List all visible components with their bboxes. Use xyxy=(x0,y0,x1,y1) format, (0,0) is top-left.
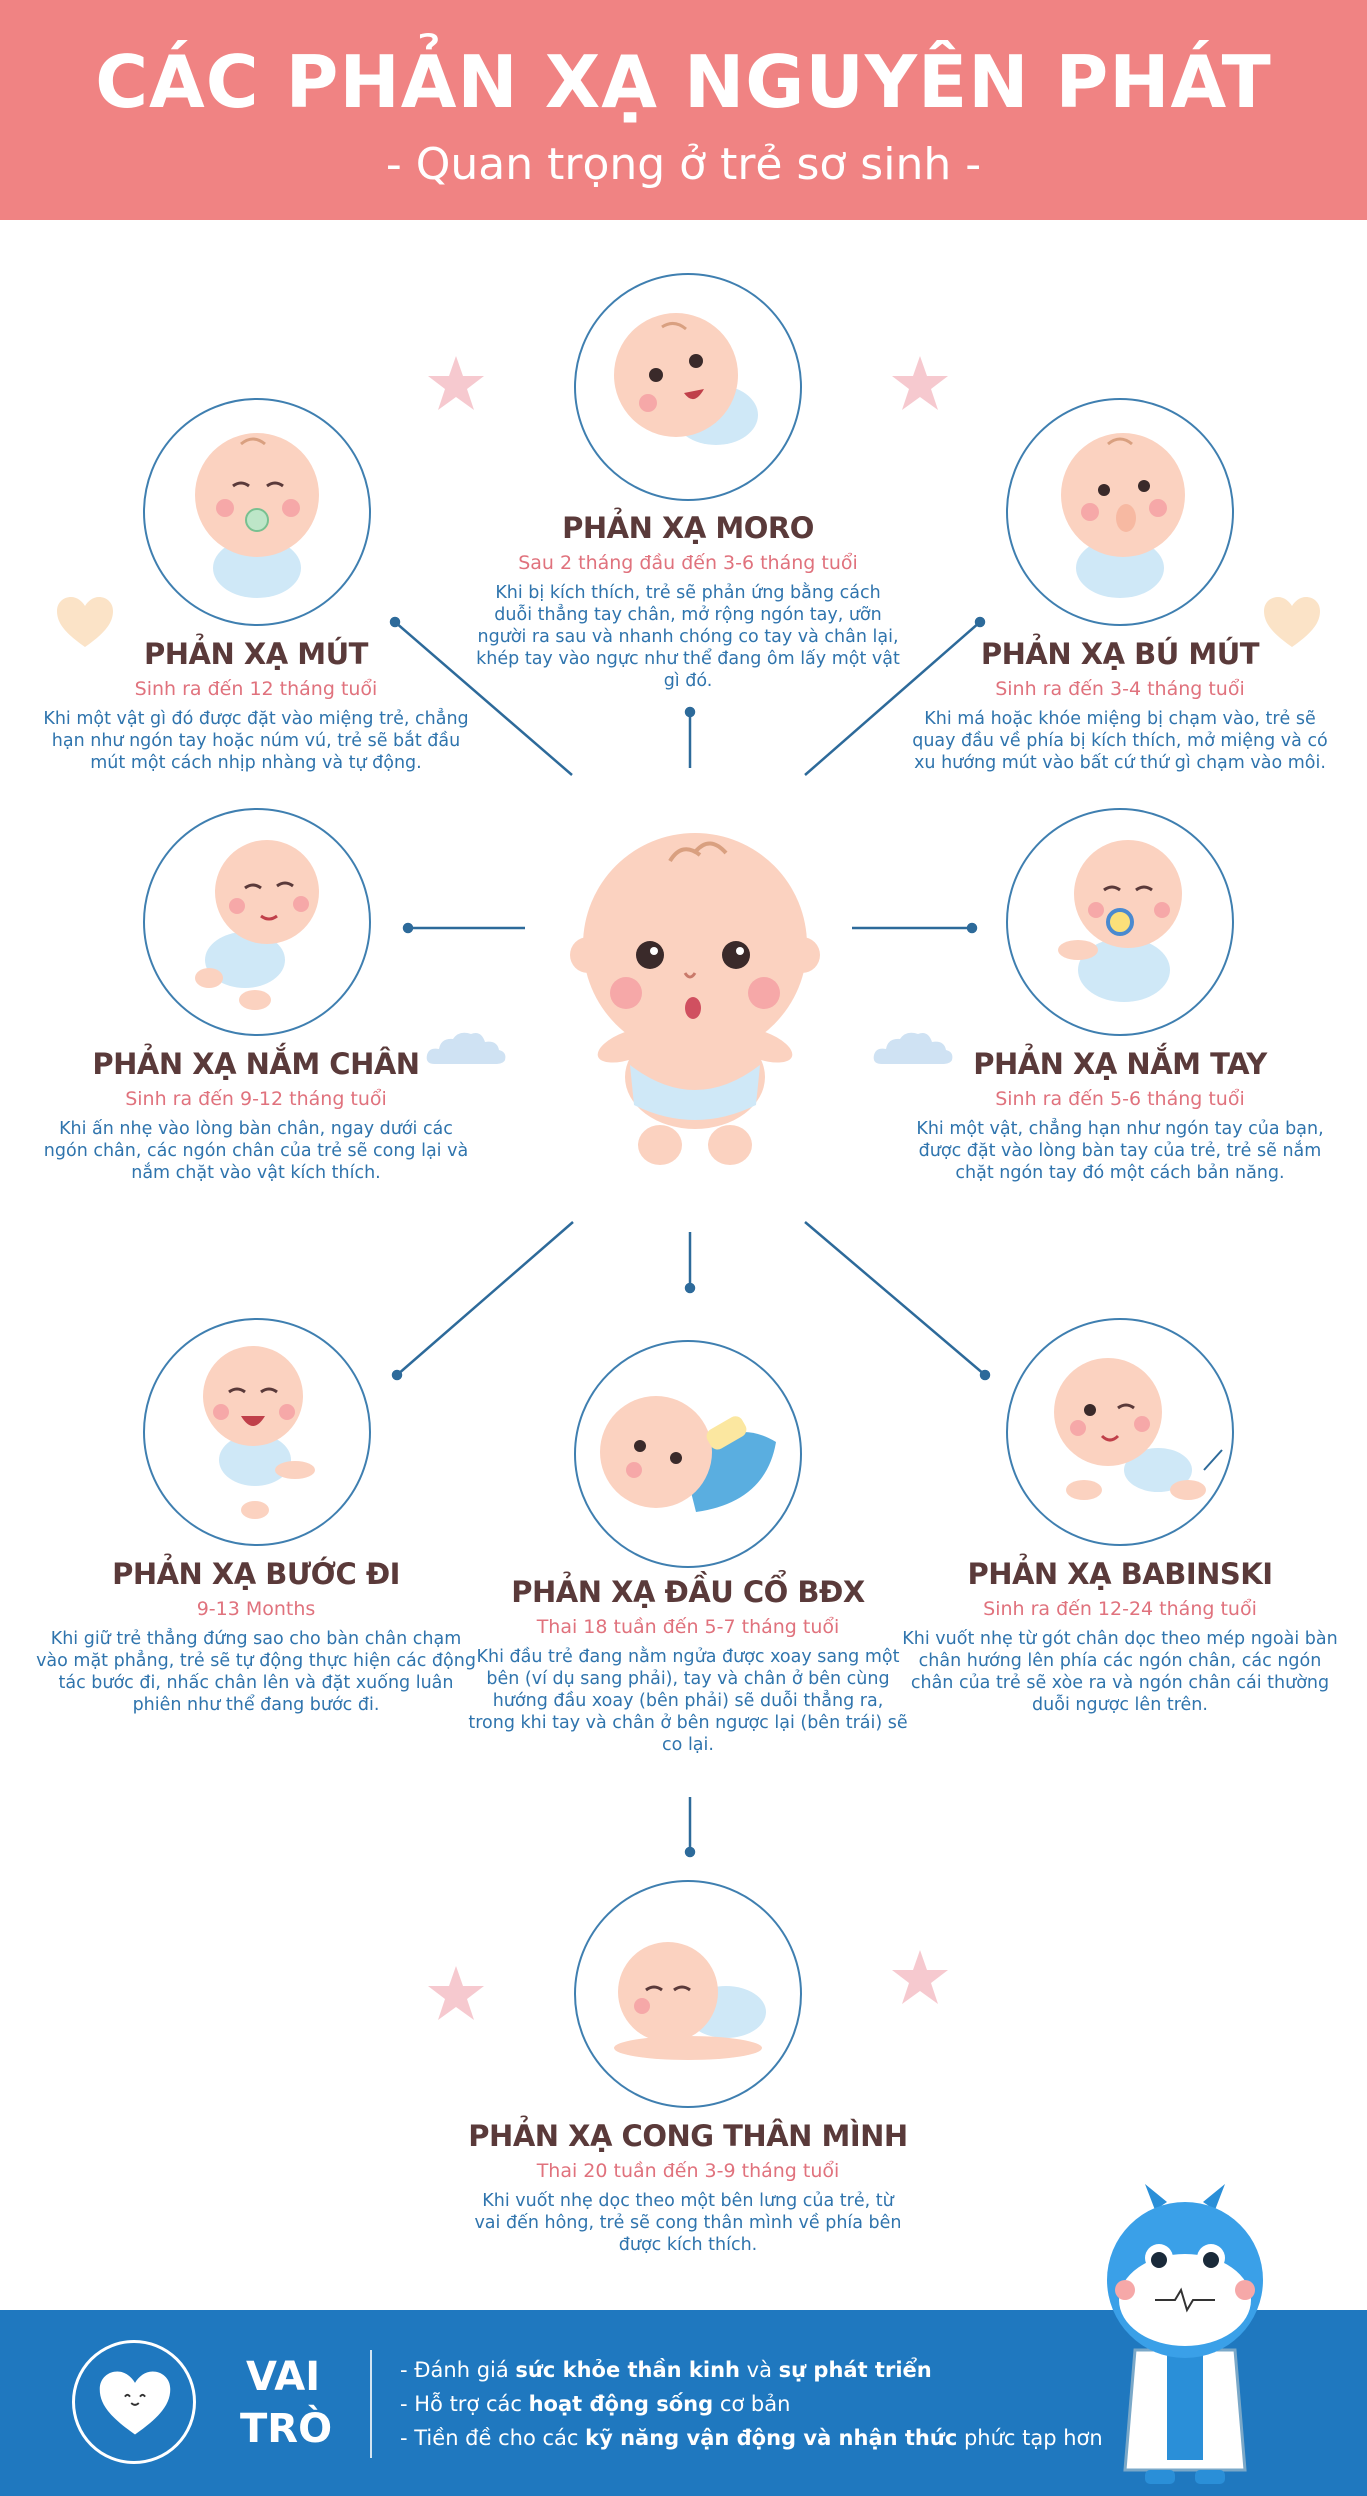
star-icon xyxy=(428,356,484,410)
role-label-line2: TRÒ xyxy=(240,2406,333,2452)
heart-icon xyxy=(1264,597,1320,647)
reflex-title: PHẢN XẠ MORO xyxy=(562,511,814,545)
reflex-dau-co: PHẢN XẠ ĐẦU CỔ BĐX Thai 18 tuần đến 5-7 … xyxy=(468,1574,908,1756)
reflex-age: Sinh ra đến 12-24 tháng tuổi xyxy=(983,1598,1257,1620)
nam-chan-illustration xyxy=(143,808,371,1036)
reflex-buoc-di: PHẢN XẠ BƯỚC ĐI 9-13 Months Khi giữ trẻ … xyxy=(36,1556,476,1716)
reflex-description: Khi một vật, chẳng hạn như ngón tay của … xyxy=(916,1119,1324,1183)
reflex-age: Thai 20 tuần đến 3-9 tháng tuổi xyxy=(536,2160,840,2182)
reflex-title: PHẢN XẠ MÚT xyxy=(144,637,368,671)
babinski-illustration xyxy=(1006,1318,1234,1546)
reflex-title: PHẢN XẠ BƯỚC ĐI xyxy=(112,1557,400,1591)
divider xyxy=(370,2350,372,2458)
baby-illustration xyxy=(195,433,319,598)
cong-than-illustration xyxy=(574,1880,802,2108)
reflex-age: Sinh ra đến 12 tháng tuổi xyxy=(134,678,378,700)
reflex-age: Thai 18 tuần đến 5-7 tháng tuổi xyxy=(536,1616,840,1638)
header-banner: CÁC PHẢN XẠ NGUYÊN PHÁT - Quan trọng ở t… xyxy=(0,0,1367,220)
baby-illustration xyxy=(570,833,820,1165)
heart-badge xyxy=(72,2340,196,2464)
reflex-title: PHẢN XẠ ĐẦU CỔ BĐX xyxy=(511,1575,865,1609)
reflex-nam-tay: PHẢN XẠ NẮM TAY Sinh ra đến 5-6 tháng tu… xyxy=(900,1046,1340,1184)
reflex-description: Khi bị kích thích, trẻ sẽ phản ứng bằng … xyxy=(476,583,900,691)
page-subtitle: - Quan trọng ở trẻ sơ sinh - xyxy=(385,139,982,190)
mut-illustration xyxy=(143,398,371,626)
cloud-icon xyxy=(873,1032,953,1064)
bu-mut-illustration xyxy=(1006,398,1234,626)
baby-illustration xyxy=(1058,840,1182,1002)
baby-illustration xyxy=(195,840,319,1010)
reflex-age: Sinh ra đến 9-12 tháng tuổi xyxy=(125,1088,387,1110)
reflex-cong-than: PHẢN XẠ CONG THÂN MÌNH Thai 20 tuần đến … xyxy=(468,2118,908,2256)
star-icon xyxy=(428,1966,484,2020)
reflex-age: Sinh ra đến 3-4 tháng tuổi xyxy=(995,678,1245,700)
baby-illustration xyxy=(1054,1358,1223,1500)
reflex-description: Khi một vật gì đó được đặt vào miệng trẻ… xyxy=(43,709,469,773)
role-item: - Tiền đề cho các kỹ năng vận động và nh… xyxy=(400,2426,1103,2450)
reflex-babinski: PHẢN XẠ BABINSKI Sinh ra đến 12-24 tháng… xyxy=(900,1556,1340,1716)
baby-illustration xyxy=(614,1942,766,2060)
reflex-description: Khi ấn nhẹ vào lòng bàn chân, ngay dưới … xyxy=(43,1119,469,1183)
reflex-title: PHẢN XẠ CONG THÂN MÌNH xyxy=(468,2119,908,2153)
baby-illustration xyxy=(614,313,758,445)
reflex-title: PHẢN XẠ NẮM TAY xyxy=(973,1047,1267,1081)
reflex-description: Khi vuốt nhẹ dọc theo một bên lưng của t… xyxy=(474,2191,902,2255)
reflex-nam-chan: PHẢN XẠ NẮM CHÂN Sinh ra đến 9-12 tháng … xyxy=(36,1046,476,1184)
dragon-doctor-mascot xyxy=(1107,2184,1263,2484)
reflex-title: PHẢN XẠ BABINSKI xyxy=(967,1557,1273,1591)
reflex-description: Khi má hoặc khóe miệng bị chạm vào, trẻ … xyxy=(912,709,1328,773)
dau-co-illustration xyxy=(574,1340,802,1568)
star-icon xyxy=(892,356,948,410)
role-item: - Hỗ trợ các hoạt động sống cơ bản xyxy=(400,2392,791,2416)
reflex-description: Khi giữ trẻ thẳng đứng sao cho bàn chân … xyxy=(36,1629,476,1715)
baby-illustration xyxy=(600,1396,776,1512)
star-icon xyxy=(892,1950,948,2004)
connector-lines xyxy=(389,616,991,1858)
baby-illustration xyxy=(203,1346,315,1519)
reflex-title: PHẢN XẠ BÚ MÚT xyxy=(980,637,1260,671)
reflex-description: Khi đầu trẻ đang nằm ngửa được xoay sang… xyxy=(468,1647,908,1755)
reflex-age: 9-13 Months xyxy=(196,1598,316,1620)
heart-icon xyxy=(57,597,113,647)
role-label-line1: VAI xyxy=(246,2354,321,2400)
cloud-icon xyxy=(426,1032,506,1064)
heart-icon xyxy=(99,2371,171,2435)
reflex-moro: PHẢN XẠ MORO Sau 2 tháng đầu đến 3-6 thá… xyxy=(468,510,908,692)
nam-tay-illustration xyxy=(1006,808,1234,1036)
page-title: CÁC PHẢN XẠ NGUYÊN PHÁT xyxy=(95,40,1272,124)
baby-illustration xyxy=(1061,433,1185,598)
buoc-di-illustration xyxy=(143,1318,371,1546)
reflex-title: PHẢN XẠ NẮM CHÂN xyxy=(92,1047,420,1081)
reflex-age: Sau 2 tháng đầu đến 3-6 tháng tuổi xyxy=(518,552,858,574)
reflex-age: Sinh ra đến 5-6 tháng tuổi xyxy=(995,1088,1245,1110)
reflex-bu-mut: PHẢN XẠ BÚ MÚT Sinh ra đến 3-4 tháng tuổ… xyxy=(900,636,1340,774)
role-item: - Đánh giá sức khỏe thần kinh và sự phát… xyxy=(400,2358,932,2382)
reflex-mut: PHẢN XẠ MÚT Sinh ra đến 12 tháng tuổi Kh… xyxy=(36,636,476,774)
reflex-description: Khi vuốt nhẹ từ gót chân dọc theo mép ng… xyxy=(902,1629,1338,1715)
moro-illustration xyxy=(574,273,802,501)
